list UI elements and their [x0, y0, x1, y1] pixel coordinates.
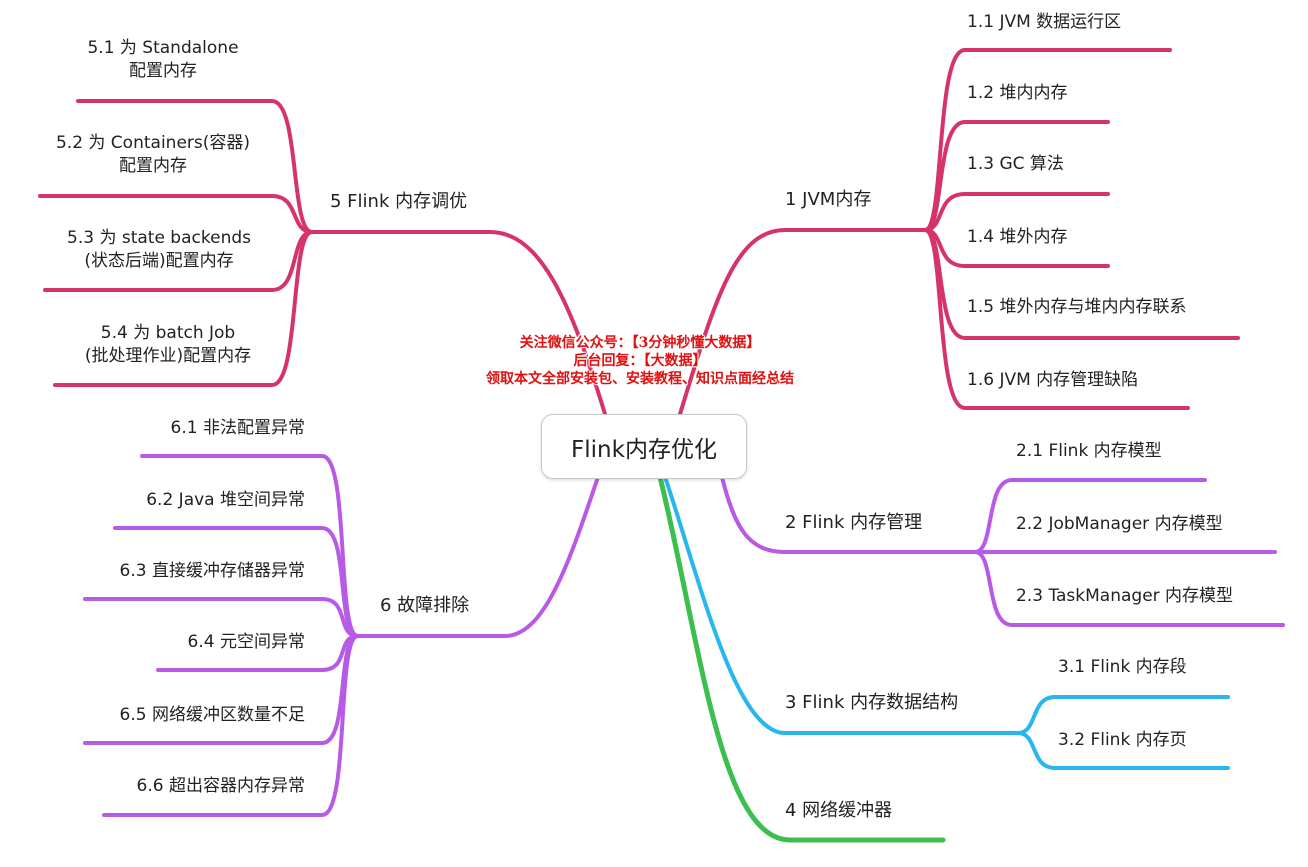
connector-b6-1 — [140, 454, 360, 638]
topic-network-buffer[interactable]: 4 网络缓冲器 — [785, 800, 893, 821]
subtopic-6-2[interactable]: 6.2 Java 堆空间异常 — [146, 490, 305, 510]
connector-center-b2 — [720, 475, 787, 554]
central-topic-label: Flink内存优化 — [571, 436, 717, 463]
subtopic-5-2-line1: 5.2 为 Containers(容器) — [55, 133, 251, 153]
connector-center-b4 — [657, 474, 946, 843]
subtopic-5-1-line1: 5.1 为 Standalone — [87, 38, 239, 58]
branch-1-lines — [678, 48, 1240, 416]
subtopic-5-2-line2: 配置内存 — [119, 156, 187, 176]
branch-2-lines — [720, 475, 1285, 627]
subtopic-3-2[interactable]: 3.2 Flink 内存页 — [1058, 730, 1187, 750]
subtopic-5-3-line1: 5.3 为 state backends — [67, 228, 251, 248]
subtopic-6-3[interactable]: 6.3 直接缓冲存储器异常 — [119, 561, 305, 581]
subtopic-5-2[interactable]: 5.2 为 Containers(容器) 配置内存 — [50, 132, 256, 178]
subtopic-6-6[interactable]: 6.6 超出容器内存异常 — [136, 776, 305, 796]
topic-jvm-memory[interactable]: 1 JVM内存 — [785, 189, 872, 210]
connector-b3-1 — [1016, 695, 1230, 735]
subtopic-6-1[interactable]: 6.1 非法配置异常 — [170, 418, 305, 438]
subtopic-5-4-line2: (批处理作业)配置内存 — [84, 346, 252, 366]
watermark-line1: 关注微信公众号：【3分钟秒懂大数据】 — [519, 335, 761, 351]
subtopic-5-3[interactable]: 5.3 为 state backends (状态后端)配置内存 — [55, 227, 263, 273]
topic-flink-memory-management[interactable]: 2 Flink 内存管理 — [785, 512, 923, 533]
topic-troubleshooting[interactable]: 6 故障排除 — [380, 595, 470, 616]
connector-b1-6 — [923, 228, 1190, 410]
connector-center-b6 — [503, 475, 600, 638]
subtopic-2-1[interactable]: 2.1 Flink 内存模型 — [1016, 441, 1162, 461]
subtopic-6-4[interactable]: 6.4 元空间异常 — [187, 632, 305, 652]
connector-b6-2 — [113, 526, 360, 638]
subtopic-1-5[interactable]: 1.5 堆外内存与堆内内存联系 — [967, 297, 1187, 317]
branch-5-lines — [38, 99, 607, 416]
subtopic-1-1[interactable]: 1.1 JVM 数据运行区 — [967, 12, 1122, 32]
branch-6-lines — [83, 454, 600, 817]
watermark-line2: 后台回复：【大数据】 — [573, 353, 707, 369]
subtopic-1-6[interactable]: 1.6 JVM 内存管理缺陷 — [967, 370, 1139, 390]
connector-center-b3 — [663, 475, 787, 735]
watermark-line3: 领取本文全部安装包、安装教程、知识点面经总结 — [486, 371, 794, 387]
subtopic-5-1-line2: 配置内存 — [129, 61, 197, 81]
connector-b5-1 — [76, 99, 314, 234]
connector-b2-3 — [973, 550, 1285, 627]
subtopic-1-2[interactable]: 1.2 堆内内存 — [967, 83, 1068, 103]
connector-center-b1 — [678, 228, 787, 416]
subtopic-1-3[interactable]: 1.3 GC 算法 — [967, 154, 1064, 174]
connector-b1-3 — [923, 192, 1110, 232]
connector-b1-1 — [923, 48, 1172, 232]
topic-flink-memory-data-structure[interactable]: 3 Flink 内存数据结构 — [785, 692, 959, 713]
connector-b1-2 — [923, 120, 1110, 232]
connector-b6-3 — [83, 597, 360, 638]
subtopic-5-4[interactable]: 5.4 为 batch Job (批处理作业)配置内存 — [62, 322, 274, 368]
subtopic-2-3[interactable]: 2.3 TaskManager 内存模型 — [1016, 586, 1234, 606]
subtopic-5-4-line1: 5.4 为 batch Job — [100, 323, 236, 343]
branch-4-lines — [657, 474, 946, 843]
connector-b3-2 — [1016, 731, 1230, 770]
topic-flink-memory-tuning[interactable]: 5 Flink 内存调优 — [330, 191, 468, 212]
subtopic-5-1[interactable]: 5.1 为 Standalone 配置内存 — [78, 37, 248, 83]
branch-3-lines — [663, 475, 1230, 770]
connector-b2-1 — [973, 478, 1207, 554]
subtopic-3-1[interactable]: 3.1 Flink 内存段 — [1058, 657, 1187, 677]
central-topic[interactable]: Flink内存优化 — [541, 414, 747, 479]
subtopic-5-3-line2: (状态后端)配置内存 — [84, 251, 234, 271]
connector-b6-6 — [102, 634, 360, 817]
subtopic-2-2[interactable]: 2.2 JobManager 内存模型 — [1016, 514, 1223, 534]
subtopic-6-5[interactable]: 6.5 网络缓冲区数量不足 — [119, 705, 305, 725]
promo-watermark: 关注微信公众号：【3分钟秒懂大数据】 后台回复：【大数据】 领取本文全部安装包、… — [440, 334, 840, 388]
connector-b5-2 — [38, 194, 314, 234]
subtopic-1-4[interactable]: 1.4 堆外内存 — [967, 227, 1068, 247]
connector-b5-4 — [53, 230, 314, 387]
connector-center-b5 — [488, 230, 607, 416]
